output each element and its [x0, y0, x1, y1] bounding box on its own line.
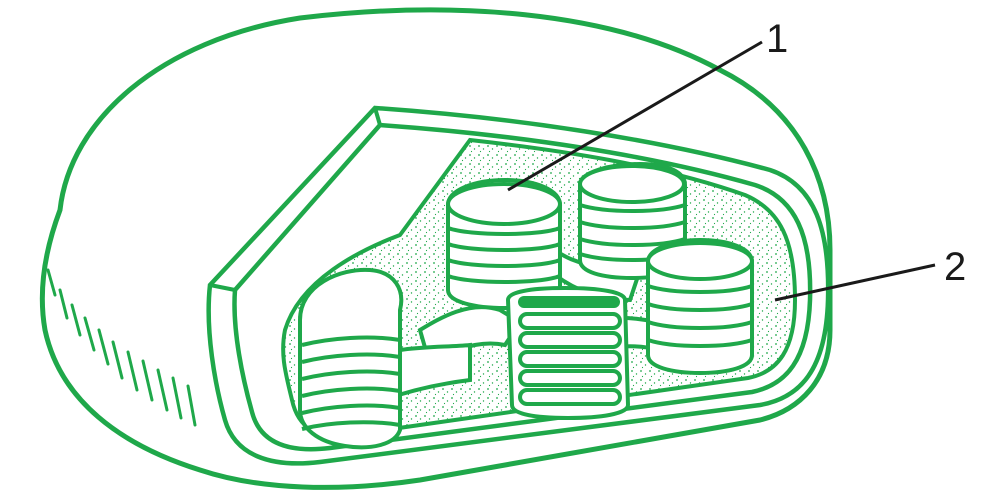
granum-right: [648, 240, 752, 373]
label-2: 2: [944, 245, 966, 289]
granum-left: [300, 270, 401, 447]
granum-center: [508, 288, 628, 418]
label-1: 1: [766, 17, 788, 61]
